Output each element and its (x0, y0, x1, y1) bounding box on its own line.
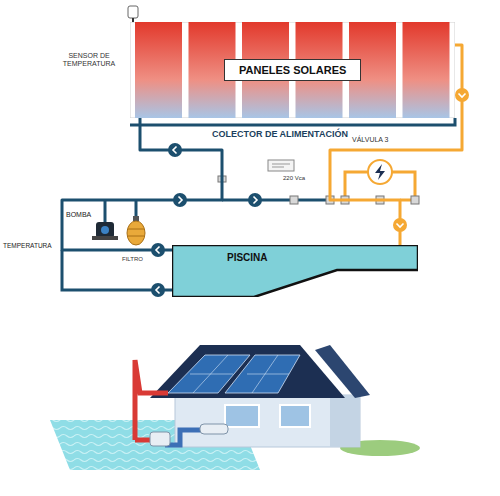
flow-indicator (151, 243, 165, 257)
flow-indicator (173, 193, 187, 207)
panel-title: PANELES SOLARES (224, 59, 361, 81)
flow-indicator (455, 88, 469, 102)
annotation-label: FILTRO (122, 256, 158, 263)
solar-panel-array: PANELES SOLARES (130, 22, 455, 118)
pump-icon (92, 222, 118, 240)
annotation-label: SENSOR DE TEMPERATURA (52, 52, 126, 68)
flow-indicator (248, 193, 262, 207)
house-illustration (50, 345, 420, 470)
controller-device (268, 160, 294, 171)
annotation-label: TEMPERATURA (3, 242, 59, 249)
flow-indicator (393, 218, 407, 232)
filter-icon (127, 216, 145, 245)
flow-indicator (151, 283, 165, 297)
flow-indicator (168, 143, 182, 157)
heater-symbol (368, 160, 392, 184)
annotation-label: 220 Vca (283, 175, 323, 182)
pool-label: PISCINA (224, 251, 271, 264)
annotation-label: VÁLVULA 3 (352, 136, 412, 144)
annotation-label: COLECTOR DE ALIMENTACIÓN (205, 129, 355, 139)
pipe-connector (62, 118, 222, 250)
pool-shape: PISCINA (172, 245, 418, 297)
pool-outline (172, 245, 418, 297)
annotation-label: BOMBA (66, 211, 96, 219)
